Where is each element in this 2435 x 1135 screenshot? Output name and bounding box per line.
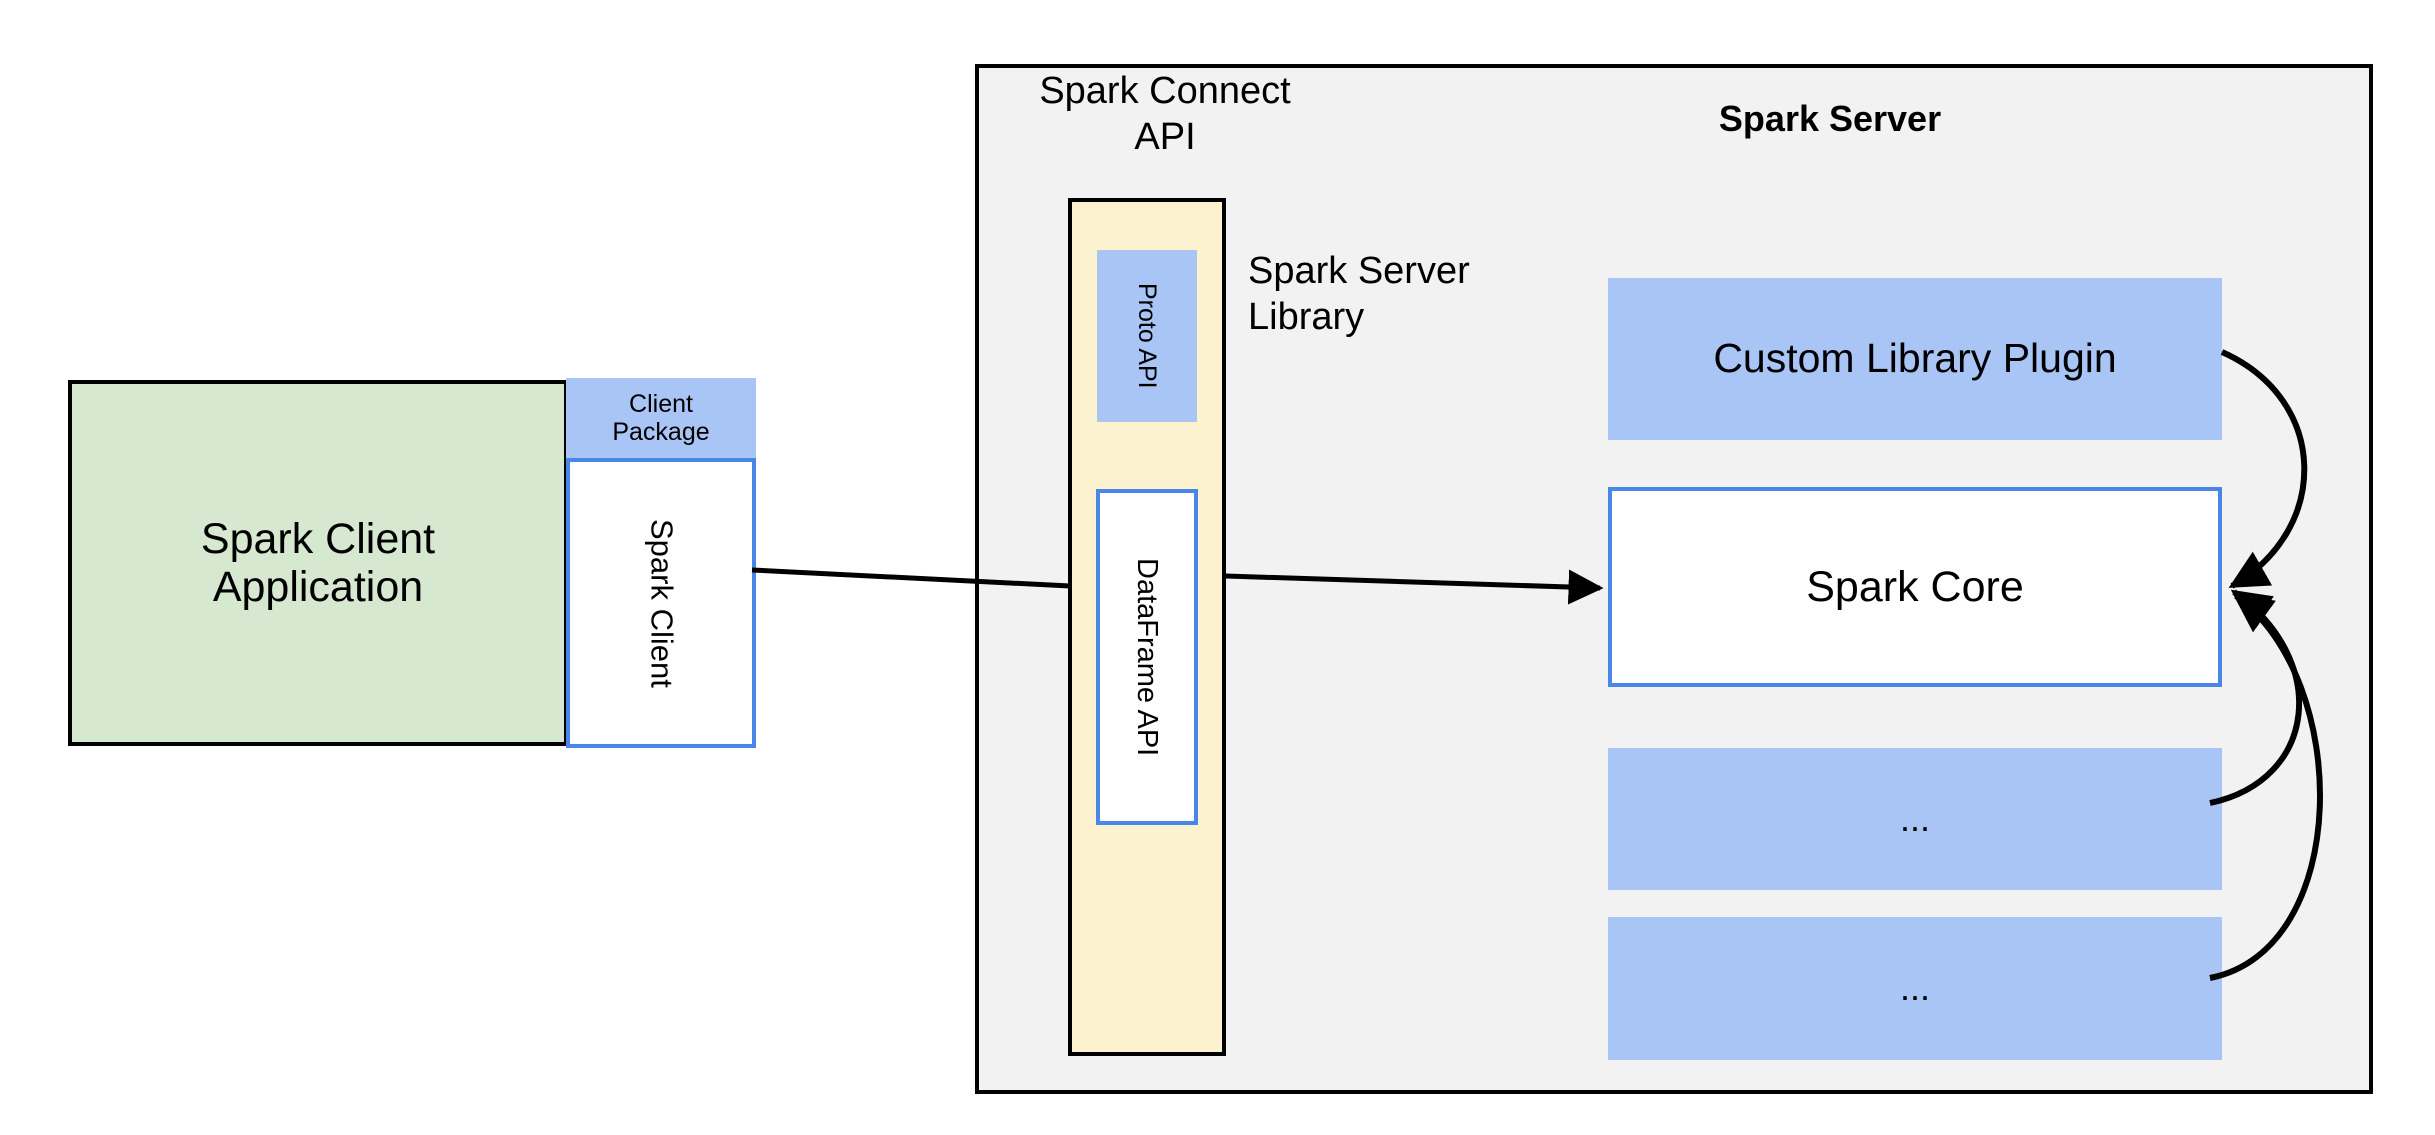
spark-client-application-line1: Spark Client (200, 514, 436, 563)
proto-api-box[interactable]: Proto API (1097, 250, 1197, 422)
spark-server-library-label: Spark Server Library (1248, 248, 1548, 341)
client-package-line1: Client (629, 390, 693, 418)
dataframe-api-label: DataFrame API (1131, 557, 1164, 757)
spark-connect-api-label-line1: Spark Connect (1039, 70, 1291, 112)
spark-connect-api-label: Spark Connect API (1020, 68, 1310, 161)
custom-library-plugin-label: Custom Library Plugin (1713, 335, 2117, 382)
dataframe-api-box[interactable]: DataFrame API (1096, 489, 1198, 825)
spark-client-application-box[interactable]: Spark Client Application (68, 380, 568, 746)
spark-server-library-line1: Spark Server (1248, 250, 1470, 292)
client-package-line2: Package (612, 418, 710, 446)
spark-core-label: Spark Core (1806, 562, 2024, 611)
spark-server-title: Spark Server (1718, 98, 1942, 139)
plugin-placeholder-label-2: ... (1899, 967, 1930, 1009)
custom-library-plugin-box[interactable]: Custom Library Plugin (1608, 278, 2222, 440)
plugin-placeholder-box-1[interactable]: ... (1608, 748, 2222, 890)
spark-core-box[interactable]: Spark Core (1608, 487, 2222, 687)
spark-connect-api-label-line2: API (1134, 116, 1196, 159)
spark-client-box[interactable]: Spark Client (566, 458, 756, 748)
plugin-placeholder-box-2[interactable]: ... (1608, 917, 2222, 1060)
plugin-placeholder-label-1: ... (1899, 797, 1930, 839)
client-package-box[interactable]: Client Package (566, 378, 756, 458)
spark-client-application-line2: Application (212, 563, 424, 611)
spark-client-label: Spark Client (644, 518, 680, 688)
proto-api-label: Proto API (1133, 283, 1161, 389)
spark-server-library-line2: Library (1248, 296, 1365, 339)
